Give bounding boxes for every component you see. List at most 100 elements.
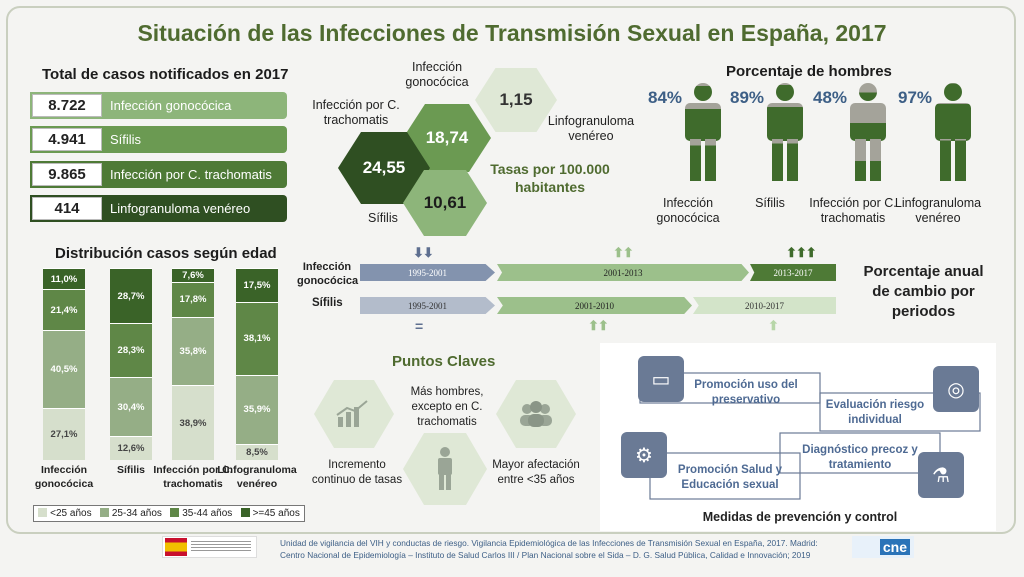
hombres-pct: 84%	[648, 88, 683, 107]
cambio-label-gonococica: Infección gonocócica	[297, 261, 359, 287]
case-value: 414	[32, 197, 102, 220]
footer-citation: Unidad de vigilancia del VIH y conductas…	[280, 538, 818, 560]
period-gono-3: 2013-2017	[750, 264, 836, 281]
stacked-bar: 27,1%40,5%21,4%11,0%	[43, 268, 85, 460]
person-figure-icon	[767, 83, 803, 181]
clave-incremento: Incremento continuo de tasas	[311, 459, 403, 486]
medida-promocion-uso: Promoción uso del preservativo	[694, 379, 798, 406]
period-sif-2: 2001-2010	[497, 297, 692, 314]
cambio-heading: Porcentaje anual de cambio por periodos	[863, 263, 984, 320]
hombres-heading: Porcentaje de hombres	[726, 63, 892, 80]
bar-segment: 17,8%	[172, 282, 214, 317]
category-label: Sífilis	[116, 464, 145, 476]
bar-segment: 28,7%	[110, 268, 152, 324]
page-title: Situación de las Infecciones de Transmis…	[137, 20, 887, 46]
legend-item: 25-34 años	[99, 508, 162, 519]
case-value: 4.941	[32, 128, 102, 151]
arrows-down-icon: ⬇⬇	[413, 245, 434, 260]
case-label: Infección por C. trachomatis	[110, 167, 272, 182]
hombres-label: Linfogranuloma venéreo	[894, 196, 982, 225]
bar-segment: 27,1%	[43, 407, 85, 460]
legend-item: <25 años	[38, 508, 92, 519]
medidas-heading: Medidas de prevención y control	[702, 510, 898, 524]
stacked-bar: 8,5%35,9%38,1%17,5%	[236, 268, 278, 460]
trend-up-chart-icon	[314, 380, 394, 448]
hombres-label: Infección gonocócica	[656, 196, 720, 225]
bar-segment: 11,0%	[43, 268, 85, 290]
category-label: Infección gonocócica	[34, 464, 94, 490]
case-row-gonococica: 8.722 Infección gonocócica	[30, 92, 287, 119]
clave-hombres: Más hombres, excepto en C. trachomatis	[410, 386, 484, 428]
person-figure-icon	[850, 83, 886, 181]
condom-icon: ▭	[638, 356, 684, 402]
case-label: Linfogranuloma venéreo	[110, 201, 251, 216]
microscope-icon: ⚗	[918, 452, 964, 498]
period-sif-3: 2010-2017	[693, 297, 836, 314]
hombres-label: Infección por C. trachomatis	[809, 196, 897, 225]
bar-segment: 35,9%	[236, 374, 278, 444]
medida-promocion-salud: Promoción Salud y Educación sexual	[677, 464, 783, 491]
period-gono-2: 2001-2013	[497, 264, 749, 281]
bar-segment: 30,4%	[110, 377, 152, 436]
tasas-caption: Tasas por 100.000 habitantes	[490, 161, 610, 195]
stacked-bar: 38,9%35,8%17,8%7,6%	[172, 267, 214, 460]
bar-segment: 21,4%	[43, 289, 85, 331]
ministry-logo	[162, 536, 257, 558]
arrows-up-icon: ⬆⬆⬆	[786, 245, 817, 260]
case-value: 9.865	[32, 163, 102, 186]
tasa-label-gonococica: Infección gonocócica	[405, 60, 469, 89]
legend-swatch	[170, 508, 180, 517]
legend-item: >=45 años	[240, 508, 300, 519]
case-row-trachomatis: 9.865 Infección por C. trachomatis	[30, 161, 287, 188]
person-figure-icon	[685, 83, 721, 181]
person-figure-icon	[935, 83, 971, 181]
cambio-label-sifilis: Sífilis	[312, 297, 343, 309]
target-icon: ◎	[933, 366, 979, 412]
tasa-label-lgv: Linfogranuloma venéreo	[547, 114, 635, 143]
ministry-logo-text	[191, 541, 251, 553]
bar-segment: 12,6%	[110, 435, 152, 460]
hex-sifilis: 10,61	[403, 170, 487, 236]
cne-logo: cne	[852, 536, 914, 558]
case-label: Sífilis	[110, 132, 142, 147]
tasa-label-sifilis: Sífilis	[368, 211, 398, 225]
legend-swatch	[38, 508, 48, 517]
medida-evaluacion: Evaluación riesgo individual	[825, 399, 925, 426]
bar-segment: 8,5%	[236, 443, 278, 460]
tasa-label-trachomatis: Infección por C. trachomatis	[312, 98, 400, 127]
arrows-up-icon: ⬆⬆	[588, 318, 609, 333]
clave-afectacion: Mayor afectación entre <35 años	[492, 459, 580, 486]
case-row-lgv: 414 Linfogranuloma venéreo	[30, 195, 287, 222]
edad-heading: Distribución casos según edad	[55, 245, 277, 262]
bar-segment: 17,5%	[236, 268, 278, 302]
period-gono-1: 1995-2001	[360, 264, 495, 281]
case-label: Infección gonocócica	[110, 98, 232, 113]
bar-segment: 7,6%	[172, 267, 214, 283]
spain-flag-icon	[165, 538, 187, 556]
bar-segment: 38,1%	[236, 301, 278, 375]
hombres-pct: 89%	[730, 88, 765, 107]
total-heading: Total de casos notificados en 2017	[42, 66, 289, 83]
category-label: Infección por C. trachomatis	[153, 464, 233, 490]
bar-segment: 28,3%	[110, 323, 152, 378]
category-label: Linfogranuloma venéreo	[217, 464, 297, 490]
stacked-bar: 12,6%30,4%28,3%28,7%	[110, 268, 152, 460]
arrows-up-icon: ⬆⬆	[613, 245, 634, 260]
medida-diagnostico: Diagnóstico precoz y tratamiento	[802, 444, 918, 471]
hombres-pct: 48%	[813, 88, 848, 107]
legend-item: 35-44 años	[170, 508, 232, 519]
bar-segment: 38,9%	[172, 385, 214, 460]
age-distribution-chart: 27,1%40,5%21,4%11,0% 12,6%30,4%28,3%28,7%…	[25, 267, 300, 460]
gears-icon: ⚙	[621, 432, 667, 478]
hombres-pct: 97%	[898, 88, 933, 107]
bar-segment: 35,8%	[172, 316, 214, 386]
period-sif-1: 1995-2001	[360, 297, 495, 314]
equal-icon: =	[415, 318, 423, 334]
bar-segment: 40,5%	[43, 330, 85, 408]
legend-swatch	[240, 508, 250, 517]
case-row-sifilis: 4.941 Sífilis	[30, 126, 287, 153]
age-legend: <25 años 25-34 años 35-44 años >=45 años	[33, 505, 305, 522]
legend-swatch	[99, 508, 109, 517]
arrow-up-icon: ⬆	[768, 318, 779, 333]
case-value: 8.722	[32, 94, 102, 117]
